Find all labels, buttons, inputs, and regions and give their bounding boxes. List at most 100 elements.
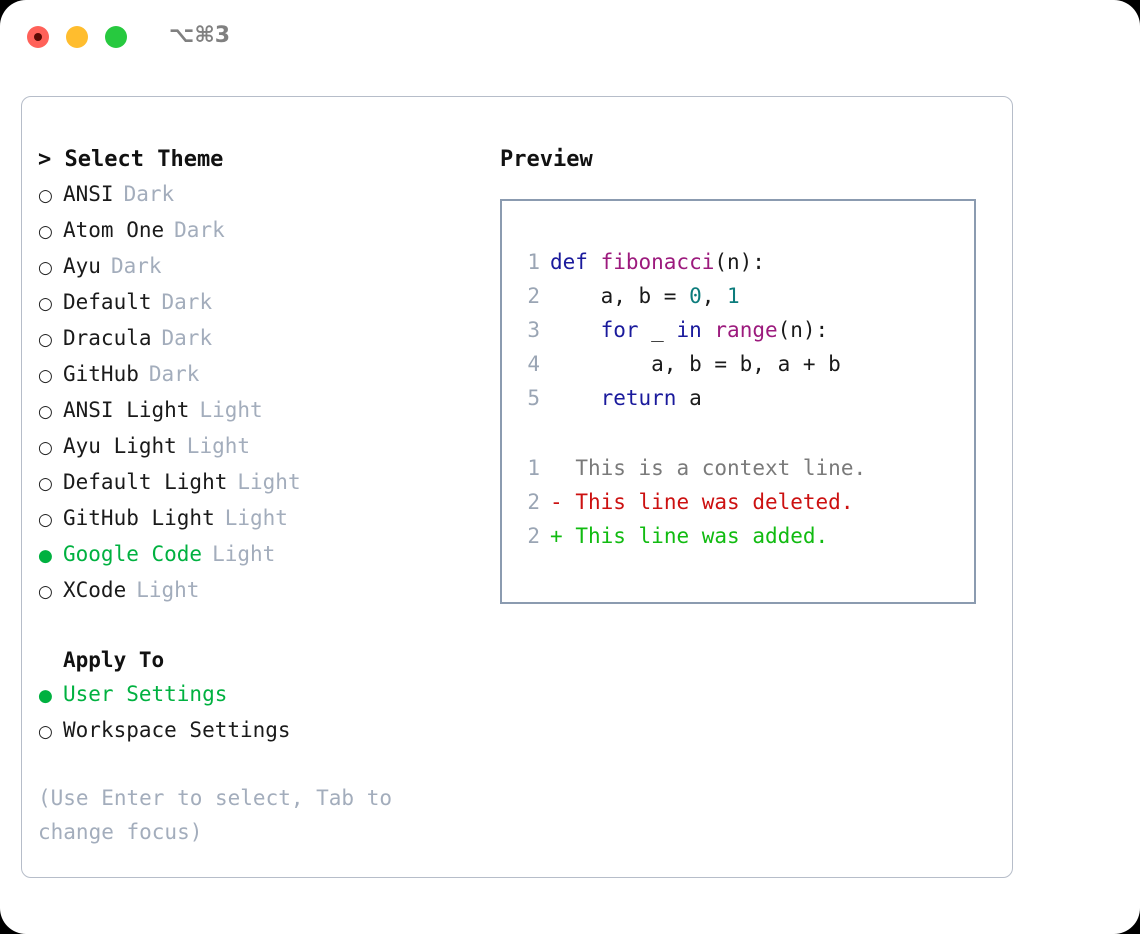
diff-text: This line was deleted. — [575, 490, 854, 514]
theme-variant-badge: Light — [224, 506, 288, 530]
radio-selected-icon: ● — [38, 546, 53, 566]
theme-variant-badge: Dark — [174, 218, 225, 242]
theme-option-label: GitHub Light — [63, 506, 215, 530]
theme-variant-badge: Dark — [148, 362, 200, 386]
code-token-plain: a — [676, 386, 702, 410]
theme-variant-badge: Dark — [161, 290, 213, 314]
radio-unselected-icon: ○ — [38, 402, 53, 422]
theme-variant-badge: Light — [186, 434, 251, 458]
line-number: 2 — [527, 524, 540, 548]
radio-unselected-icon: ○ — [38, 258, 53, 278]
diff-marker: - — [550, 490, 563, 514]
code-line: 4 a, b = b, a + b — [514, 347, 841, 381]
section-spacer — [38, 609, 468, 643]
theme-option-ayu-light[interactable]: ○ Ayu Light Light — [38, 429, 468, 465]
theme-list-header: > Select Theme — [38, 147, 224, 172]
close-button[interactable] — [27, 26, 49, 48]
theme-option-label: XCode — [63, 578, 127, 602]
radio-unselected-icon: ○ — [38, 186, 53, 206]
diff-line: 2+ This line was added. — [514, 519, 866, 553]
diff-spacer — [563, 524, 576, 548]
line-number: 2 — [527, 284, 540, 308]
theme-variant-badge: Light — [212, 542, 276, 566]
traffic-lights — [27, 26, 127, 48]
code-token-plain: a, b = — [550, 284, 690, 308]
code-token-plain: _ — [638, 318, 677, 342]
radio-selected-icon: ● — [38, 686, 53, 706]
title-bar: ⌥⌘3 — [0, 0, 1140, 78]
diff-line: 1 This is a context line. — [514, 451, 866, 485]
theme-option-ayu[interactable]: ○ Ayu Dark — [38, 249, 468, 285]
apply-to-option-workspace-settings[interactable]: ○Workspace Settings — [38, 713, 468, 749]
radio-unselected-icon: ○ — [38, 294, 53, 314]
preview-title: Preview — [500, 147, 593, 172]
apply-to-header: Apply To — [63, 648, 165, 672]
maximize-button[interactable] — [105, 26, 127, 48]
line-number: 1 — [527, 456, 540, 480]
code-token-kw: for — [600, 318, 639, 342]
radio-unselected-icon: ○ — [38, 330, 53, 350]
diff-spacer — [563, 490, 576, 514]
minimize-button[interactable] — [66, 26, 88, 48]
theme-variant-badge: Light — [199, 398, 263, 422]
line-number: 3 — [527, 318, 540, 342]
code-token-plain — [550, 318, 601, 342]
theme-option-label: ANSI Light — [63, 398, 190, 422]
diff-sample: 1 This is a context line.2- This line wa… — [514, 451, 866, 553]
radio-unselected-icon: ○ — [38, 510, 53, 530]
radio-unselected-icon: ○ — [38, 722, 53, 742]
diff-marker: + — [550, 524, 563, 548]
code-token-num: 0 — [689, 284, 702, 308]
theme-option-label: Ayu — [63, 254, 101, 278]
radio-unselected-icon: ○ — [38, 474, 53, 494]
theme-option-label: GitHub — [63, 362, 139, 386]
code-token-fn: range — [714, 318, 778, 342]
radio-unselected-icon: ○ — [38, 366, 53, 386]
line-number: 1 — [527, 250, 540, 274]
diff-line: 2- This line was deleted. — [514, 485, 866, 519]
code-token-kw: return — [600, 386, 677, 410]
code-token-plain — [550, 386, 601, 410]
code-token-kw: def — [550, 250, 601, 274]
keyboard-hint: (Use Enter to select, Tab to change focu… — [38, 786, 393, 844]
radio-unselected-icon: ○ — [38, 222, 53, 242]
diff-marker — [550, 456, 563, 480]
diff-spacer — [563, 456, 576, 480]
theme-option-ansi-light[interactable]: ○ ANSI Light Light — [38, 393, 468, 429]
radio-unselected-icon: ○ — [38, 438, 53, 458]
code-token-fn: fibonacci — [600, 250, 715, 274]
diff-text: This is a context line. — [575, 456, 867, 480]
apply-to-option-user-settings[interactable]: ●User Settings — [38, 677, 468, 713]
theme-variant-badge: Dark — [110, 254, 162, 278]
code-token-plain: a, b = b, a + b — [550, 352, 841, 376]
code-token-plain — [702, 318, 715, 342]
theme-option-github[interactable]: ○ GitHub Dark — [38, 357, 468, 393]
theme-option-label: Dracula — [63, 326, 152, 350]
line-number: 2 — [527, 490, 540, 514]
line-number: 5 — [527, 386, 540, 410]
theme-option-default-light[interactable]: ○ Default Light Light — [38, 465, 468, 501]
theme-option-label: Default Light — [63, 470, 228, 494]
theme-option-label: Ayu Light — [63, 434, 177, 458]
theme-variant-badge: Light — [237, 470, 301, 494]
theme-option-github-light[interactable]: ○ GitHub Light Light — [38, 501, 468, 537]
code-line: 3 for _ in range(n): — [514, 313, 841, 347]
code-line: 5 return a — [514, 381, 841, 415]
code-token-num: 1 — [727, 284, 740, 308]
theme-variant-badge: Light — [136, 578, 200, 602]
theme-option-label: ANSI — [63, 182, 114, 206]
code-token-plain: (n): — [777, 318, 829, 342]
